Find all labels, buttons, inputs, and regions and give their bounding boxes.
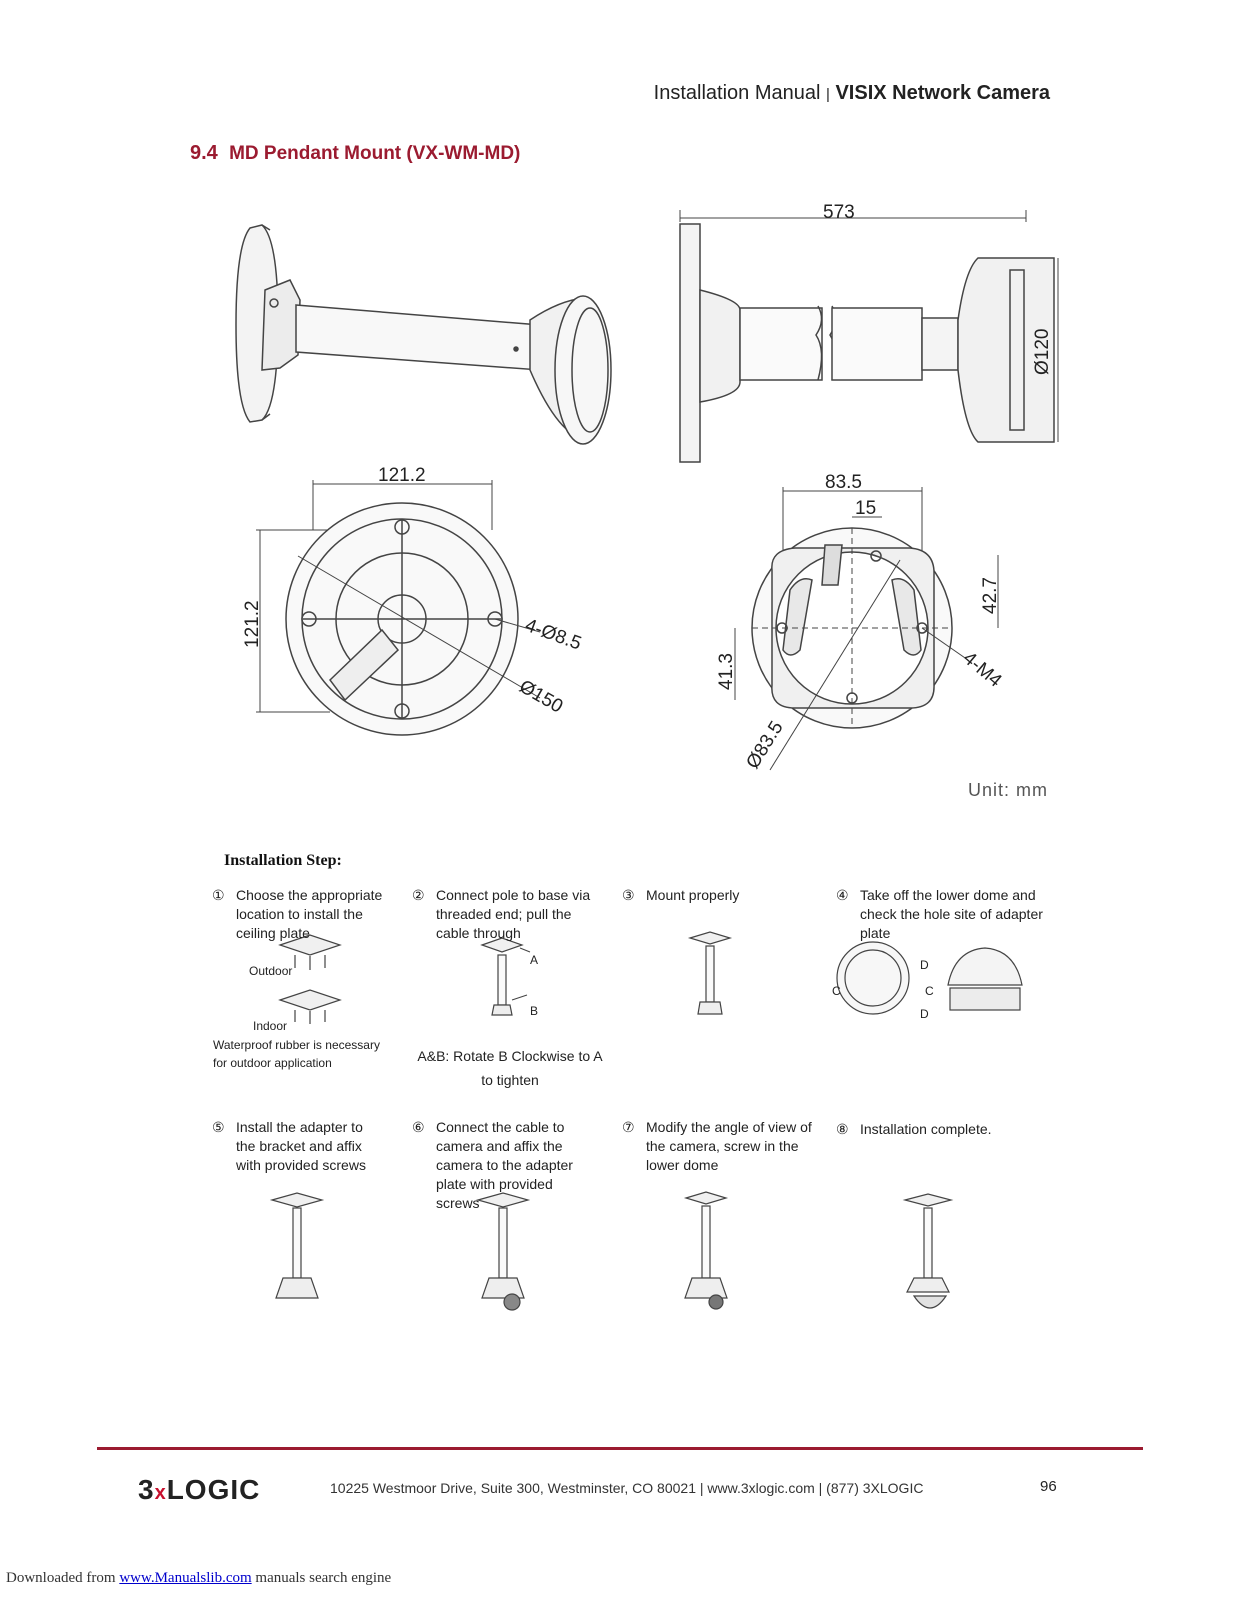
label-c-left: C [832,984,841,998]
step-number: ④ [836,887,849,903]
manualslib-link[interactable]: www.Manualslib.com [119,1570,252,1586]
step-2-illustration [480,937,531,1016]
step-text: Install the adapter to the bracket and a… [236,1119,366,1173]
label-d-top: D [920,958,929,972]
step-number: ⑤ [212,1119,225,1135]
logo-part: 3 [138,1474,155,1505]
dim-diameter-150: Ø150 [516,676,567,717]
step-text: Modify the angle of view of the camera, … [646,1119,812,1173]
pendant-perspective-drawing [235,224,612,445]
base-plate-drawing [256,480,541,736]
section-number: 9.4 [190,142,218,164]
step-4-illustration [836,941,1023,1015]
step-text: Take off the lower dome and check the ho… [860,887,1043,941]
step-text: Installation complete. [860,1121,992,1137]
dim-adapter-42: 42.7 [980,577,1001,614]
page-number: 96 [1040,1478,1057,1495]
indoor-label: Indoor [253,1019,288,1033]
step-number: ⑧ [836,1121,849,1137]
dim-base-width: 121.2 [378,465,426,486]
company-logo: 3xLOGIC [138,1474,260,1506]
step-number: ① [212,887,225,903]
installation-step-title: Installation Step: [224,852,342,869]
label-a: A [530,953,539,967]
download-note: Downloaded from www.Manualslib.com manua… [6,1570,391,1587]
step-7-illustration [683,1191,729,1310]
download-post: manuals search engine [251,1570,392,1586]
rotate-note: A&B: Rotate B Clockwise to A to tighten [417,1048,603,1088]
header-manual: Installation Manual [653,82,821,104]
step-number: ⑥ [412,1119,425,1135]
dim-screws: 4-M4 [959,648,1006,692]
dim-adapter-offset: 15 [855,498,876,519]
dim-diameter-83: Ø83.5 [742,718,787,773]
step-5-illustration [269,1192,325,1299]
page-header: Installation Manual | VISIX Network Came… [0,82,1050,105]
step-6-illustration [475,1192,531,1311]
step-1-illustration [278,934,342,1024]
step-number: ③ [622,887,635,903]
step-text: Connect the cable to camera and affix th… [436,1119,573,1211]
step-8-illustration [902,1193,954,1309]
step-text: Connect pole to base via threaded end; p… [436,887,591,941]
pendant-side-drawing [679,210,1059,463]
logo-part: LOGIC [166,1474,261,1505]
logo-x: x [154,1482,167,1504]
unit-label: Unit: mm [968,780,1048,800]
footer-divider [97,1447,1143,1450]
dim-adapter-41: 41.3 [716,653,737,690]
adapter-plate-drawing [734,487,999,771]
outdoor-label: Outdoor [249,964,293,978]
label-b: B [530,1004,539,1018]
step-number: ⑦ [622,1119,635,1135]
download-pre: Downloaded from [6,1570,120,1586]
section-heading: 9.4 MD Pendant Mount (VX-WM-MD) [190,142,520,165]
header-product: VISIX Network Camera [835,82,1050,104]
dim-diameter-120: Ø120 [1032,329,1053,375]
waterproof-note: Waterproof rubber is necessary for outdo… [213,1038,380,1070]
section-title: MD Pendant Mount (VX-WM-MD) [229,143,521,164]
dim-adapter-width: 83.5 [825,472,862,493]
dim-length: 573 [823,202,855,223]
step-text: Mount properly [646,887,740,903]
label-d-bottom: D [920,1007,929,1021]
step-number: ② [412,887,425,903]
dim-holes: 4-Ø8.5 [522,615,584,655]
dim-base-height: 121.2 [242,600,263,648]
footer-address: 10225 Westmoor Drive, Suite 300, Westmin… [330,1480,924,1496]
step-text: Choose the appropriate location to insta… [236,887,383,941]
header-separator: | [826,86,830,103]
label-c-right: C [925,984,934,998]
step-3-illustration [687,931,733,1015]
